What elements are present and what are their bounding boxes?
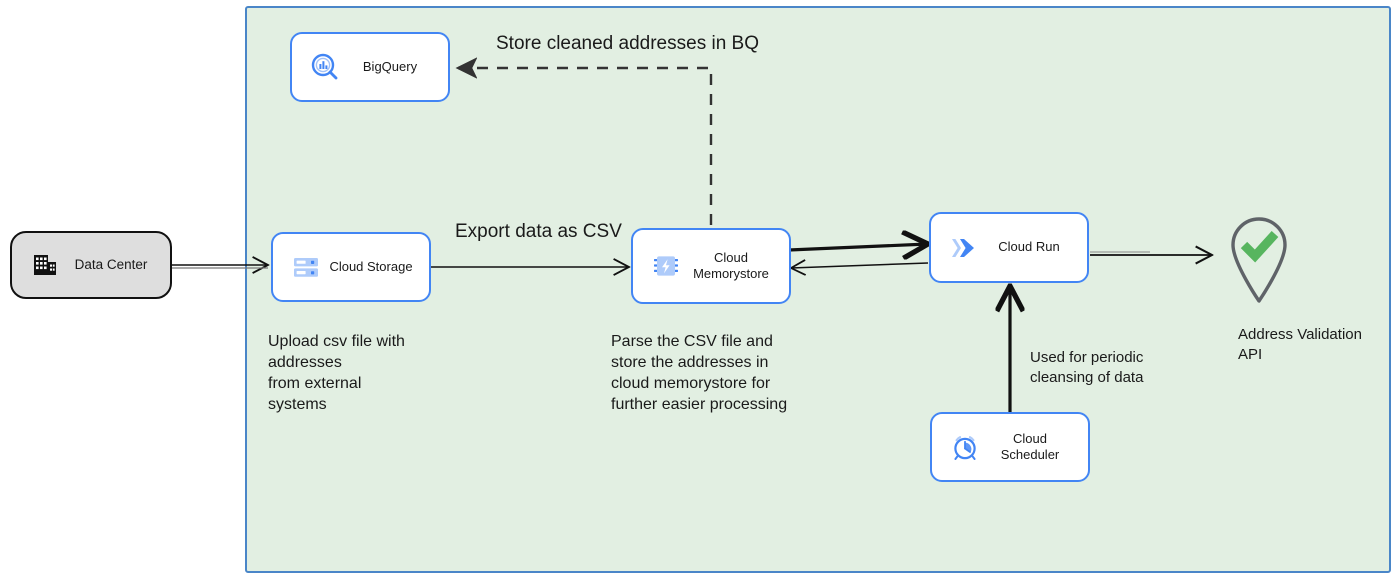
node-label-cloud-run: Cloud Run: [998, 239, 1060, 255]
edge-cloud-run-to-memorystore: [791, 263, 929, 268]
node-bigquery[interactable]: BigQuery: [290, 32, 450, 102]
edge-label-store-in-bq: Store cleaned addresses in BQ: [496, 33, 759, 54]
node-cloud-memorystore[interactable]: Cloud Memorystore: [631, 228, 791, 304]
cloud-run-icon: [947, 231, 981, 265]
bigquery-icon: [308, 50, 342, 84]
node-label-address-validation-api: Address Validation API: [1238, 326, 1362, 363]
cloud-scheduler-icon: [948, 430, 982, 464]
edge-datacenter-to-cloud-storage: [172, 265, 268, 268]
edge-label-export-csv: Export data as CSV: [455, 221, 622, 242]
edge-memorystore-to-bigquery: [458, 68, 713, 225]
node-label-cloud-memorystore: Cloud Memorystore: [693, 249, 769, 281]
node-cloud-run[interactable]: Cloud Run: [929, 212, 1089, 283]
address-validation-pin-icon: [1231, 217, 1287, 303]
node-cloud-storage[interactable]: Cloud Storage: [271, 232, 431, 302]
node-label-bigquery: BigQuery: [362, 58, 418, 74]
edge-label-periodic-cleansing: Used for periodic cleansing of data: [1030, 349, 1144, 386]
data-center-icon: [28, 248, 62, 282]
node-label-data-center: Data Center: [74, 256, 148, 272]
cloud-storage-icon: [289, 250, 323, 284]
cloud-memorystore-icon: [649, 249, 683, 283]
node-label-cloud-scheduler: Cloud Scheduler: [1000, 430, 1060, 462]
node-label-cloud-storage: Cloud Storage: [329, 258, 413, 274]
note-upload-csv: Upload csv file with addresses from exte…: [268, 333, 405, 413]
edge-cloud-run-to-address-validation: [1090, 252, 1212, 255]
note-parse-csv: Parse the CSV file and store the address…: [611, 333, 788, 413]
node-cloud-scheduler[interactable]: Cloud Scheduler: [930, 412, 1090, 482]
node-data-center[interactable]: Data Center: [10, 231, 172, 299]
edge-memorystore-to-cloud-run: [788, 244, 928, 250]
node-address-validation-api[interactable]: [1213, 205, 1305, 305]
